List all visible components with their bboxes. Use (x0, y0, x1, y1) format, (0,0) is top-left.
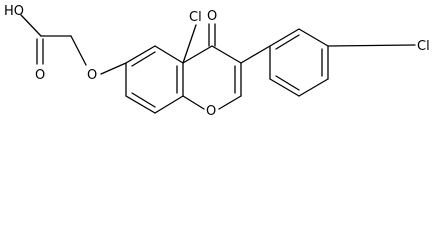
bond-ph4-ph5 (298, 78, 329, 97)
bond-ph-cl (327, 44, 416, 47)
bond-c6-c5 (154, 45, 184, 64)
chlorophenyl-ring (240, 28, 416, 97)
acetic-acid-group (20, 14, 127, 75)
bond-ph5-ph6 (269, 78, 300, 97)
bond-o-c7 (100, 62, 127, 75)
bond-ph2-ph3 (298, 28, 329, 47)
bond-ph1-ph2-inner (275, 34, 300, 50)
bond-ho-c (20, 14, 42, 37)
bond-c8a-c8-inner (131, 92, 156, 108)
bond-c5-cl (182, 24, 197, 64)
bond-ch2-o (70, 35, 87, 66)
chloro-phenyl-label: Cl (417, 39, 430, 54)
bond-c3-phenyl (240, 45, 271, 64)
molecule-structure: HO O O Cl O O Cl (4, 4, 430, 119)
bond-ph1-ph2 (269, 28, 300, 47)
acid-carbonyl-oxygen-label: O (35, 68, 45, 83)
bond-c4a-c4 (182, 45, 213, 64)
bond-o1-c8a (182, 95, 205, 110)
bond-c7-c6 (125, 45, 156, 64)
pyranone-ring (182, 23, 242, 110)
bond-c4a-c8a (154, 95, 184, 114)
benzo-ring (125, 24, 197, 114)
bond-c7-c6-inner (131, 51, 156, 67)
chloro-5-label: Cl (189, 10, 202, 25)
hydroxyl-label: HO (4, 4, 24, 19)
ketone-oxygen-label: O (207, 9, 217, 24)
bond-c2-o1 (218, 95, 242, 110)
ether-oxygen-label: O (87, 68, 97, 83)
bond-c8a-c8 (125, 95, 156, 114)
ring-oxygen-label: O (206, 104, 216, 119)
bond-c4-c3 (211, 45, 242, 64)
bond-ph5-ph6-inner (275, 75, 300, 91)
